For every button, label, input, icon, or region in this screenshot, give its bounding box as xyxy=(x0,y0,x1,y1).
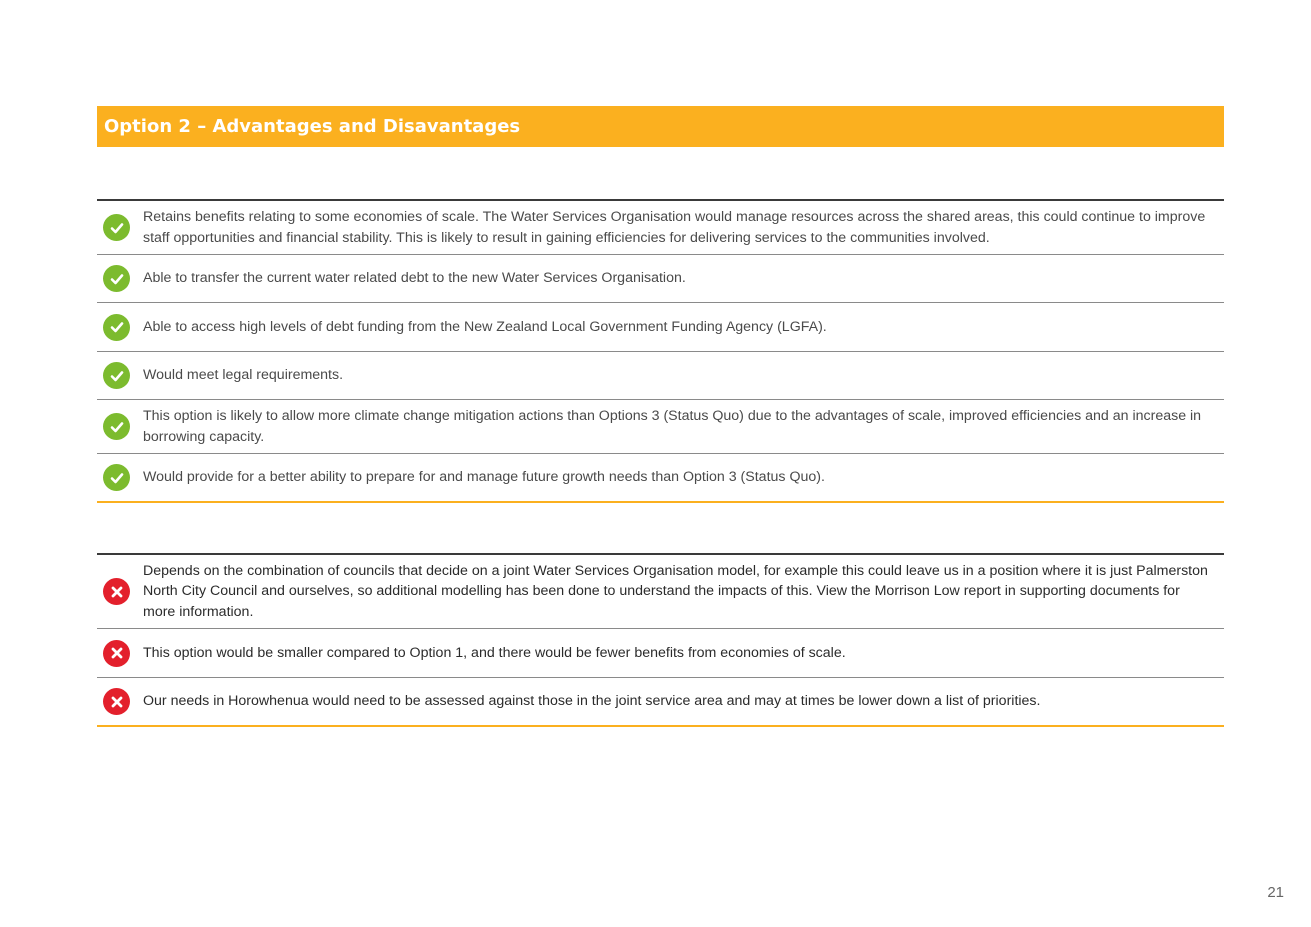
disadvantage-text: Our needs in Horowhenua would need to be… xyxy=(143,693,1041,710)
check-icon xyxy=(103,413,130,440)
disadvantage-row: Our needs in Horowhenua would need to be… xyxy=(97,678,1224,725)
check-icon xyxy=(103,265,130,292)
section-header-banner: Option 2 – Advantages and Disavantages xyxy=(97,106,1224,147)
disadvantage-row: This option would be smaller compared to… xyxy=(97,629,1224,678)
advantage-text: Able to transfer the current water relat… xyxy=(143,270,686,287)
advantages-table: Retains benefits relating to some econom… xyxy=(97,199,1224,503)
advantage-text: This option is likely to allow more clim… xyxy=(143,408,1202,445)
advantage-row: This option is likely to allow more clim… xyxy=(97,400,1224,454)
advantage-row: Able to access high levels of debt fundi… xyxy=(97,303,1224,352)
disadvantages-table: Depends on the combination of councils t… xyxy=(97,553,1224,727)
section-title: Option 2 – Advantages and Disavantages xyxy=(104,116,521,137)
cross-icon xyxy=(103,578,130,605)
advantage-text: Would meet legal requirements. xyxy=(143,367,344,384)
advantage-text: Able to access high levels of debt fundi… xyxy=(143,318,827,335)
disadvantage-text: Depends on the combination of councils t… xyxy=(143,562,1208,620)
advantage-text: Would provide for a better ability to pr… xyxy=(143,469,825,486)
advantage-row: Able to transfer the current water relat… xyxy=(97,255,1224,303)
check-icon xyxy=(103,464,130,491)
cross-icon xyxy=(103,639,130,667)
advantage-row: Would meet legal requirements. xyxy=(97,352,1224,400)
advantage-text: Retains benefits relating to some econom… xyxy=(143,209,1206,246)
check-icon xyxy=(103,313,130,341)
cross-icon xyxy=(103,688,130,715)
advantage-row: Retains benefits relating to some econom… xyxy=(97,201,1224,255)
disadvantage-text: This option would be smaller compared to… xyxy=(143,644,846,661)
page-number: 21 xyxy=(1267,884,1284,901)
check-icon xyxy=(103,362,130,389)
check-icon xyxy=(103,214,130,241)
disadvantage-row: Depends on the combination of councils t… xyxy=(97,555,1224,629)
advantage-row: Would provide for a better ability to pr… xyxy=(97,454,1224,501)
